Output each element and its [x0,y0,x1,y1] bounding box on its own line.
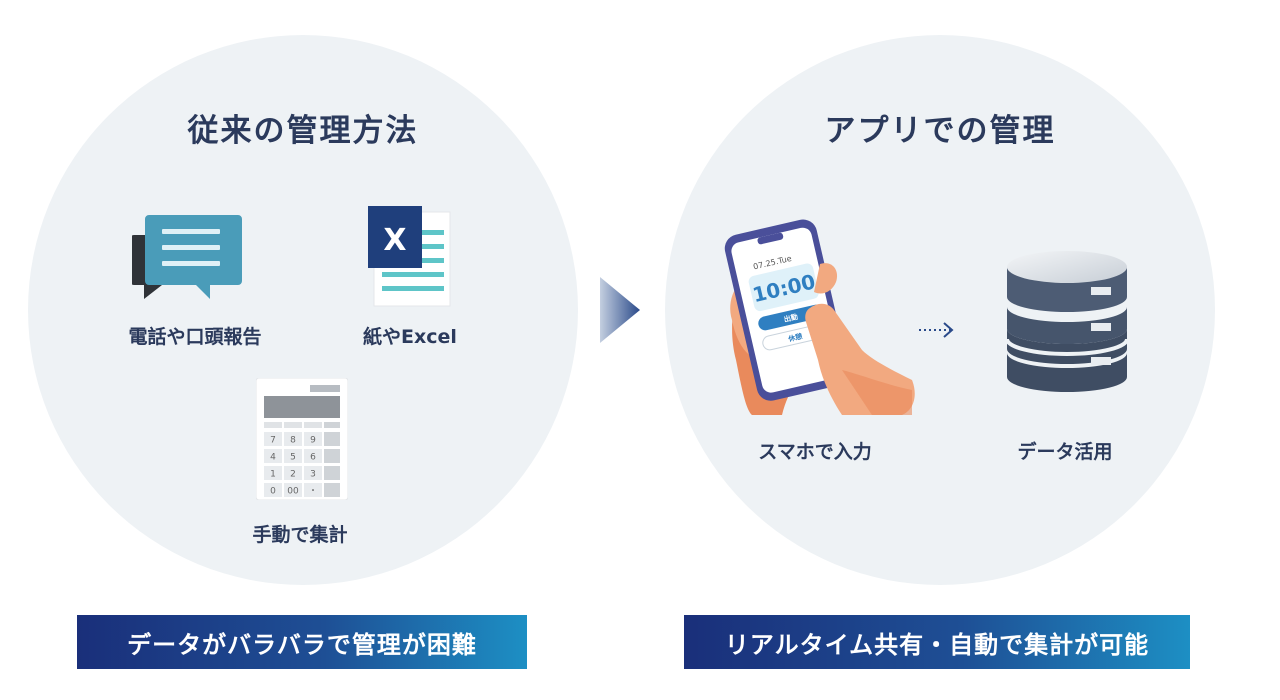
calculator-key [264,483,282,497]
data-utilization-label: データ活用 [1017,441,1113,463]
app-method-title: アプリでの管理 [824,113,1056,149]
calculator-key [304,449,322,463]
calculator-key-label: 5 [290,453,296,463]
calculator-key [264,466,282,480]
calculator-key-label: 8 [290,436,296,446]
excel-document-icon: X [368,206,453,308]
dotted-arrow-icon [917,318,957,342]
calculator-key-label: 0 [270,487,276,497]
traditional-problem-banner: データがバラバラで管理が困難 [77,615,527,669]
database-icon [1005,245,1129,395]
calculator-key-label: 00 [287,487,299,497]
traditional-method-title: 従来の管理方法 [187,113,419,149]
calculator-key-label: 7 [270,436,276,446]
paper-excel-label: 紙やExcel [363,326,457,348]
calculator-key [264,449,282,463]
app-benefit-banner: リアルタイム共有・自動で集計が可能 [684,615,1190,669]
calculator-key-label: 6 [310,453,316,463]
calculator-key [284,483,302,497]
calculator-key-label: 1 [270,470,276,480]
calculator-key-label: 2 [290,470,296,480]
manual-aggregation-label: 手動で集計 [252,524,348,546]
smartphone-input-label: スマホで入力 [758,441,872,463]
calculator-key-label: 9 [310,436,316,446]
phone-verbal-report-label: 電話や口頭報告 [128,326,262,348]
phone-clock-in-button: 出勤 [783,312,799,324]
calculator-key [284,466,302,480]
calculator-key [304,483,322,497]
excel-x-letter: X [383,223,406,258]
calculator-key-label: 3 [310,470,316,480]
calculator-key [264,432,282,446]
calculator-key [304,432,322,446]
calculator-key [284,449,302,463]
calculator-key-label: ・ [308,487,317,497]
smartphone-hand-icon: 07.25.Tue 10:00 出勤 休憩 [722,210,922,420]
calculator-key-label: 4 [270,453,276,463]
chat-bubble-icon [132,213,244,308]
phone-break-button: 休憩 [786,332,803,344]
calculator-key [284,432,302,446]
transition-arrow-icon [598,277,642,343]
calculator-key [304,466,322,480]
